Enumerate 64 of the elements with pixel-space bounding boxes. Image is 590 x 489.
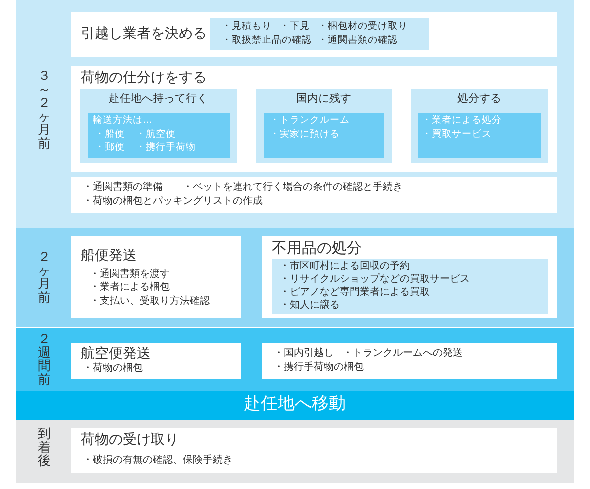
list-item: ・業者による梱包 <box>90 282 170 294</box>
list-item: ・郵便 <box>95 143 125 154</box>
method-panel <box>264 113 384 158</box>
category-panel <box>411 89 548 163</box>
list-item: ・破損の有無の確認、保険手続き <box>83 455 233 466</box>
list-item: ・買取サービス <box>422 130 492 141</box>
list-item: ・下見 <box>280 22 310 33</box>
task-card <box>71 66 557 172</box>
list-item: ・取扱禁止品の確認 <box>222 36 312 47</box>
task-heading: 引越し業者を決める <box>81 26 207 42</box>
category-title: 赴任地へ持って行く <box>109 93 208 106</box>
list-item: ・荷物の梱包とパッキングリストの作成 <box>83 196 263 208</box>
list-item: ・通関書類の確認 <box>318 36 398 47</box>
checklist-panel <box>210 18 429 50</box>
task-card <box>71 12 557 57</box>
task-heading: 航空便発送 <box>81 346 151 362</box>
timeline-band <box>16 328 574 391</box>
task-card <box>262 236 557 318</box>
task-card <box>71 343 241 379</box>
list-item: ・国内引越し <box>274 348 334 360</box>
period-label: ２ヶ月前 <box>37 251 52 306</box>
list-item: ・荷物の梱包 <box>83 363 143 374</box>
period-label: ２週間前 <box>37 333 52 388</box>
timeline-band <box>16 420 574 483</box>
task-card <box>71 236 241 318</box>
task-card <box>262 343 557 379</box>
list-item: ・支払い、受取り方法確認 <box>90 296 210 308</box>
list-item: ・航空便 <box>136 130 176 141</box>
category-title: 処分する <box>458 93 502 106</box>
category-panel <box>80 89 237 163</box>
list-item: ・実家に預ける <box>270 130 340 141</box>
category-panel <box>256 89 392 163</box>
list-item: ・携行手荷物の梱包 <box>274 362 364 374</box>
task-heading: 船便発送 <box>81 248 137 264</box>
list-item: ・通関書類を渡す <box>90 269 170 280</box>
list-item: ・見積もり <box>222 22 272 33</box>
task-heading: 荷物の仕分けをする <box>81 70 207 86</box>
list-item: ・ペットを連れて行く場合の条件の確認と手続き <box>183 182 403 194</box>
list-item: ・市区町村による回収の予約 <box>280 261 410 272</box>
task-card <box>71 428 557 473</box>
task-heading: 不用品の処分 <box>272 240 362 258</box>
list-item: ・携行手荷物 <box>136 143 196 154</box>
list-heading: 輸送方法は… <box>93 116 152 127</box>
list-item: ・リサイクルショップなどの買取サービス <box>280 274 470 286</box>
period-label: 到着後 <box>37 428 52 469</box>
list-item: ・知人に譲る <box>280 300 340 312</box>
checklist-panel <box>272 259 548 314</box>
method-panel <box>418 113 541 158</box>
list-item: ・トランクルームへの発送 <box>343 348 463 360</box>
list-item: ・通関書類の準備 <box>83 182 163 194</box>
list-item: ・船便 <box>95 130 125 141</box>
category-title: 国内に残す <box>296 93 352 106</box>
timeline-band <box>16 0 574 228</box>
transition-band <box>16 391 574 420</box>
task-card <box>71 177 557 213</box>
list-item: ・梱包材の受け取り <box>318 22 408 33</box>
list-item: ・トランクルーム <box>270 116 350 127</box>
period-label: ３～２ヶ月前 <box>37 70 52 152</box>
list-item: ・ピアノなど専門業者による買取 <box>280 287 430 298</box>
stage-label: 赴任地へ移動 <box>244 395 346 415</box>
timeline-band <box>16 228 574 327</box>
task-heading: 荷物の受け取り <box>81 432 179 448</box>
method-panel <box>88 113 230 158</box>
list-item: ・業者による処分 <box>422 116 502 127</box>
